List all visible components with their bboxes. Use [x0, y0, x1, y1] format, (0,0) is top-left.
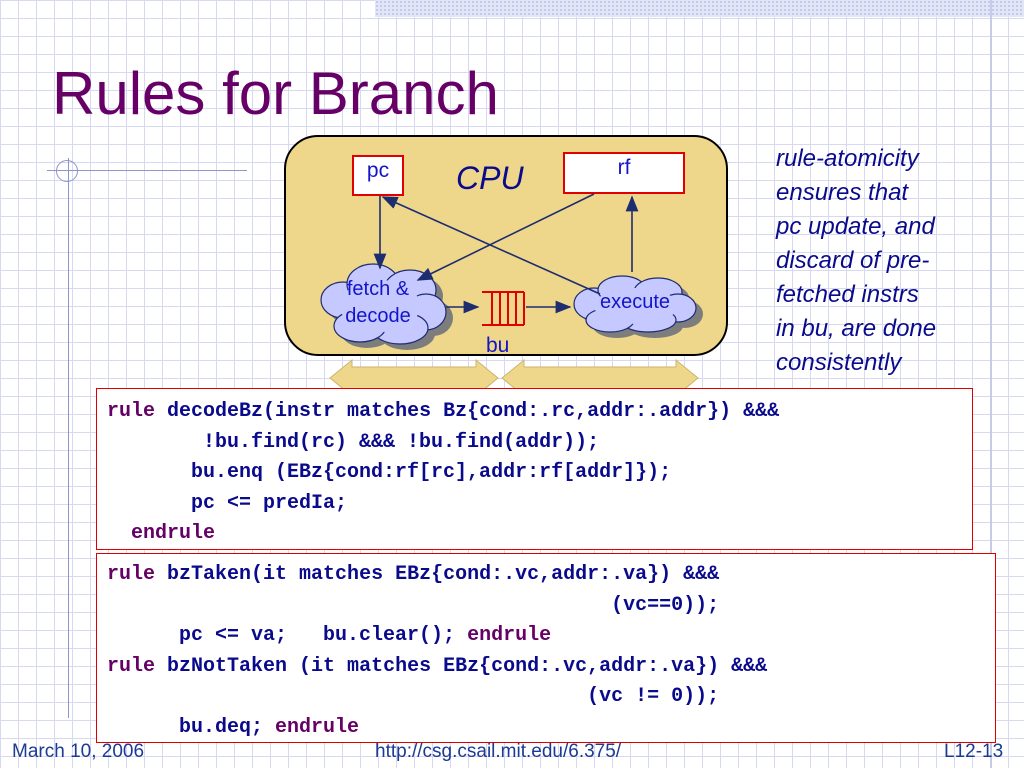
- side-note-line: in bu, are done: [776, 315, 937, 342]
- code-line: pc <= predIa;: [107, 491, 348, 515]
- side-note-line: pc update, and: [776, 213, 935, 240]
- pc-register-box: pc: [352, 155, 404, 196]
- rule-keyword: rule: [107, 654, 156, 678]
- code-line: endrule: [107, 519, 972, 550]
- side-note-line: discard of pre-: [776, 247, 930, 274]
- code-line: bu.deq; endrule: [107, 713, 995, 744]
- cpu-label: CPU: [456, 160, 524, 196]
- code-text: decodeBz(instr matches Bz{cond:.rc,addr:…: [167, 400, 780, 423]
- code-line: rule decodeBz(instr matches Bz{cond:.rc,…: [107, 397, 972, 428]
- code-text: bu.deq;: [107, 715, 276, 739]
- code-text: pc <= va; bu.clear();: [107, 624, 468, 647]
- code-box-bzTaken: rule bzTaken(it matches EBz{cond:.vc,add…: [96, 553, 996, 743]
- fetch-decode-label-line2: decode: [345, 305, 411, 327]
- decorative-circle: [56, 160, 78, 182]
- code-line: (vc==0));: [107, 593, 720, 617]
- rule-keyword: rule: [107, 563, 156, 586]
- endrule-keyword: endrule: [275, 715, 360, 739]
- side-note-line: rule-atomicity: [776, 145, 919, 172]
- code-text: bzTaken(it matches EBz{cond:.vc,addr:.va…: [167, 563, 720, 586]
- endrule-keyword: endrule: [131, 522, 216, 545]
- rf-register-box: rf: [563, 152, 685, 194]
- side-note-line: ensures that: [776, 179, 909, 206]
- bu-label: bu: [486, 334, 510, 357]
- side-note-line: consistently: [776, 349, 902, 376]
- right-vertical-rule: [990, 0, 992, 768]
- code-line: !bu.find(rc) &&& !bu.find(addr));: [107, 430, 600, 454]
- footer-url: http://csg.csail.mit.edu/6.375/: [375, 741, 622, 762]
- footer-date: March 10, 2006: [12, 741, 145, 762]
- slide-title: Rules for Branch: [52, 60, 499, 127]
- fetch-decode-label: fetch & decode: [322, 276, 434, 330]
- code-line: bu.enq (EBz{cond:rf[rc],addr:rf[addr]});: [107, 461, 672, 484]
- fetch-decode-label-line1: fetch &: [346, 278, 410, 300]
- code-box-decodeBz: rule decodeBz(instr matches Bz{cond:.rc,…: [96, 388, 973, 550]
- code-line: rule bzNotTaken (it matches EBz{cond:.vc…: [107, 652, 995, 683]
- decorative-vertical-line: [68, 158, 69, 718]
- rf-label: rf: [617, 156, 631, 179]
- code-line: (vc != 0));: [107, 685, 720, 708]
- rule-keyword: rule: [107, 400, 156, 423]
- footer-slide-number: L12-13: [944, 741, 1004, 762]
- execute-label: execute: [599, 291, 671, 313]
- code-line: rule bzTaken(it matches EBz{cond:.vc,add…: [107, 560, 995, 591]
- decorative-horizontal-line: [47, 170, 247, 171]
- pc-label: pc: [366, 159, 390, 182]
- side-note: rule-atomicity ensures that pc update, a…: [776, 142, 1016, 380]
- endrule-keyword: endrule: [467, 624, 552, 647]
- code-indent: [107, 522, 131, 545]
- code-text: bzNotTaken (it matches EBz{cond:.vc,addr…: [167, 654, 768, 678]
- side-note-line: fetched instrs: [776, 281, 919, 308]
- top-band-decoration: [375, 0, 1024, 17]
- code-line: pc <= va; bu.clear(); endrule: [107, 621, 995, 652]
